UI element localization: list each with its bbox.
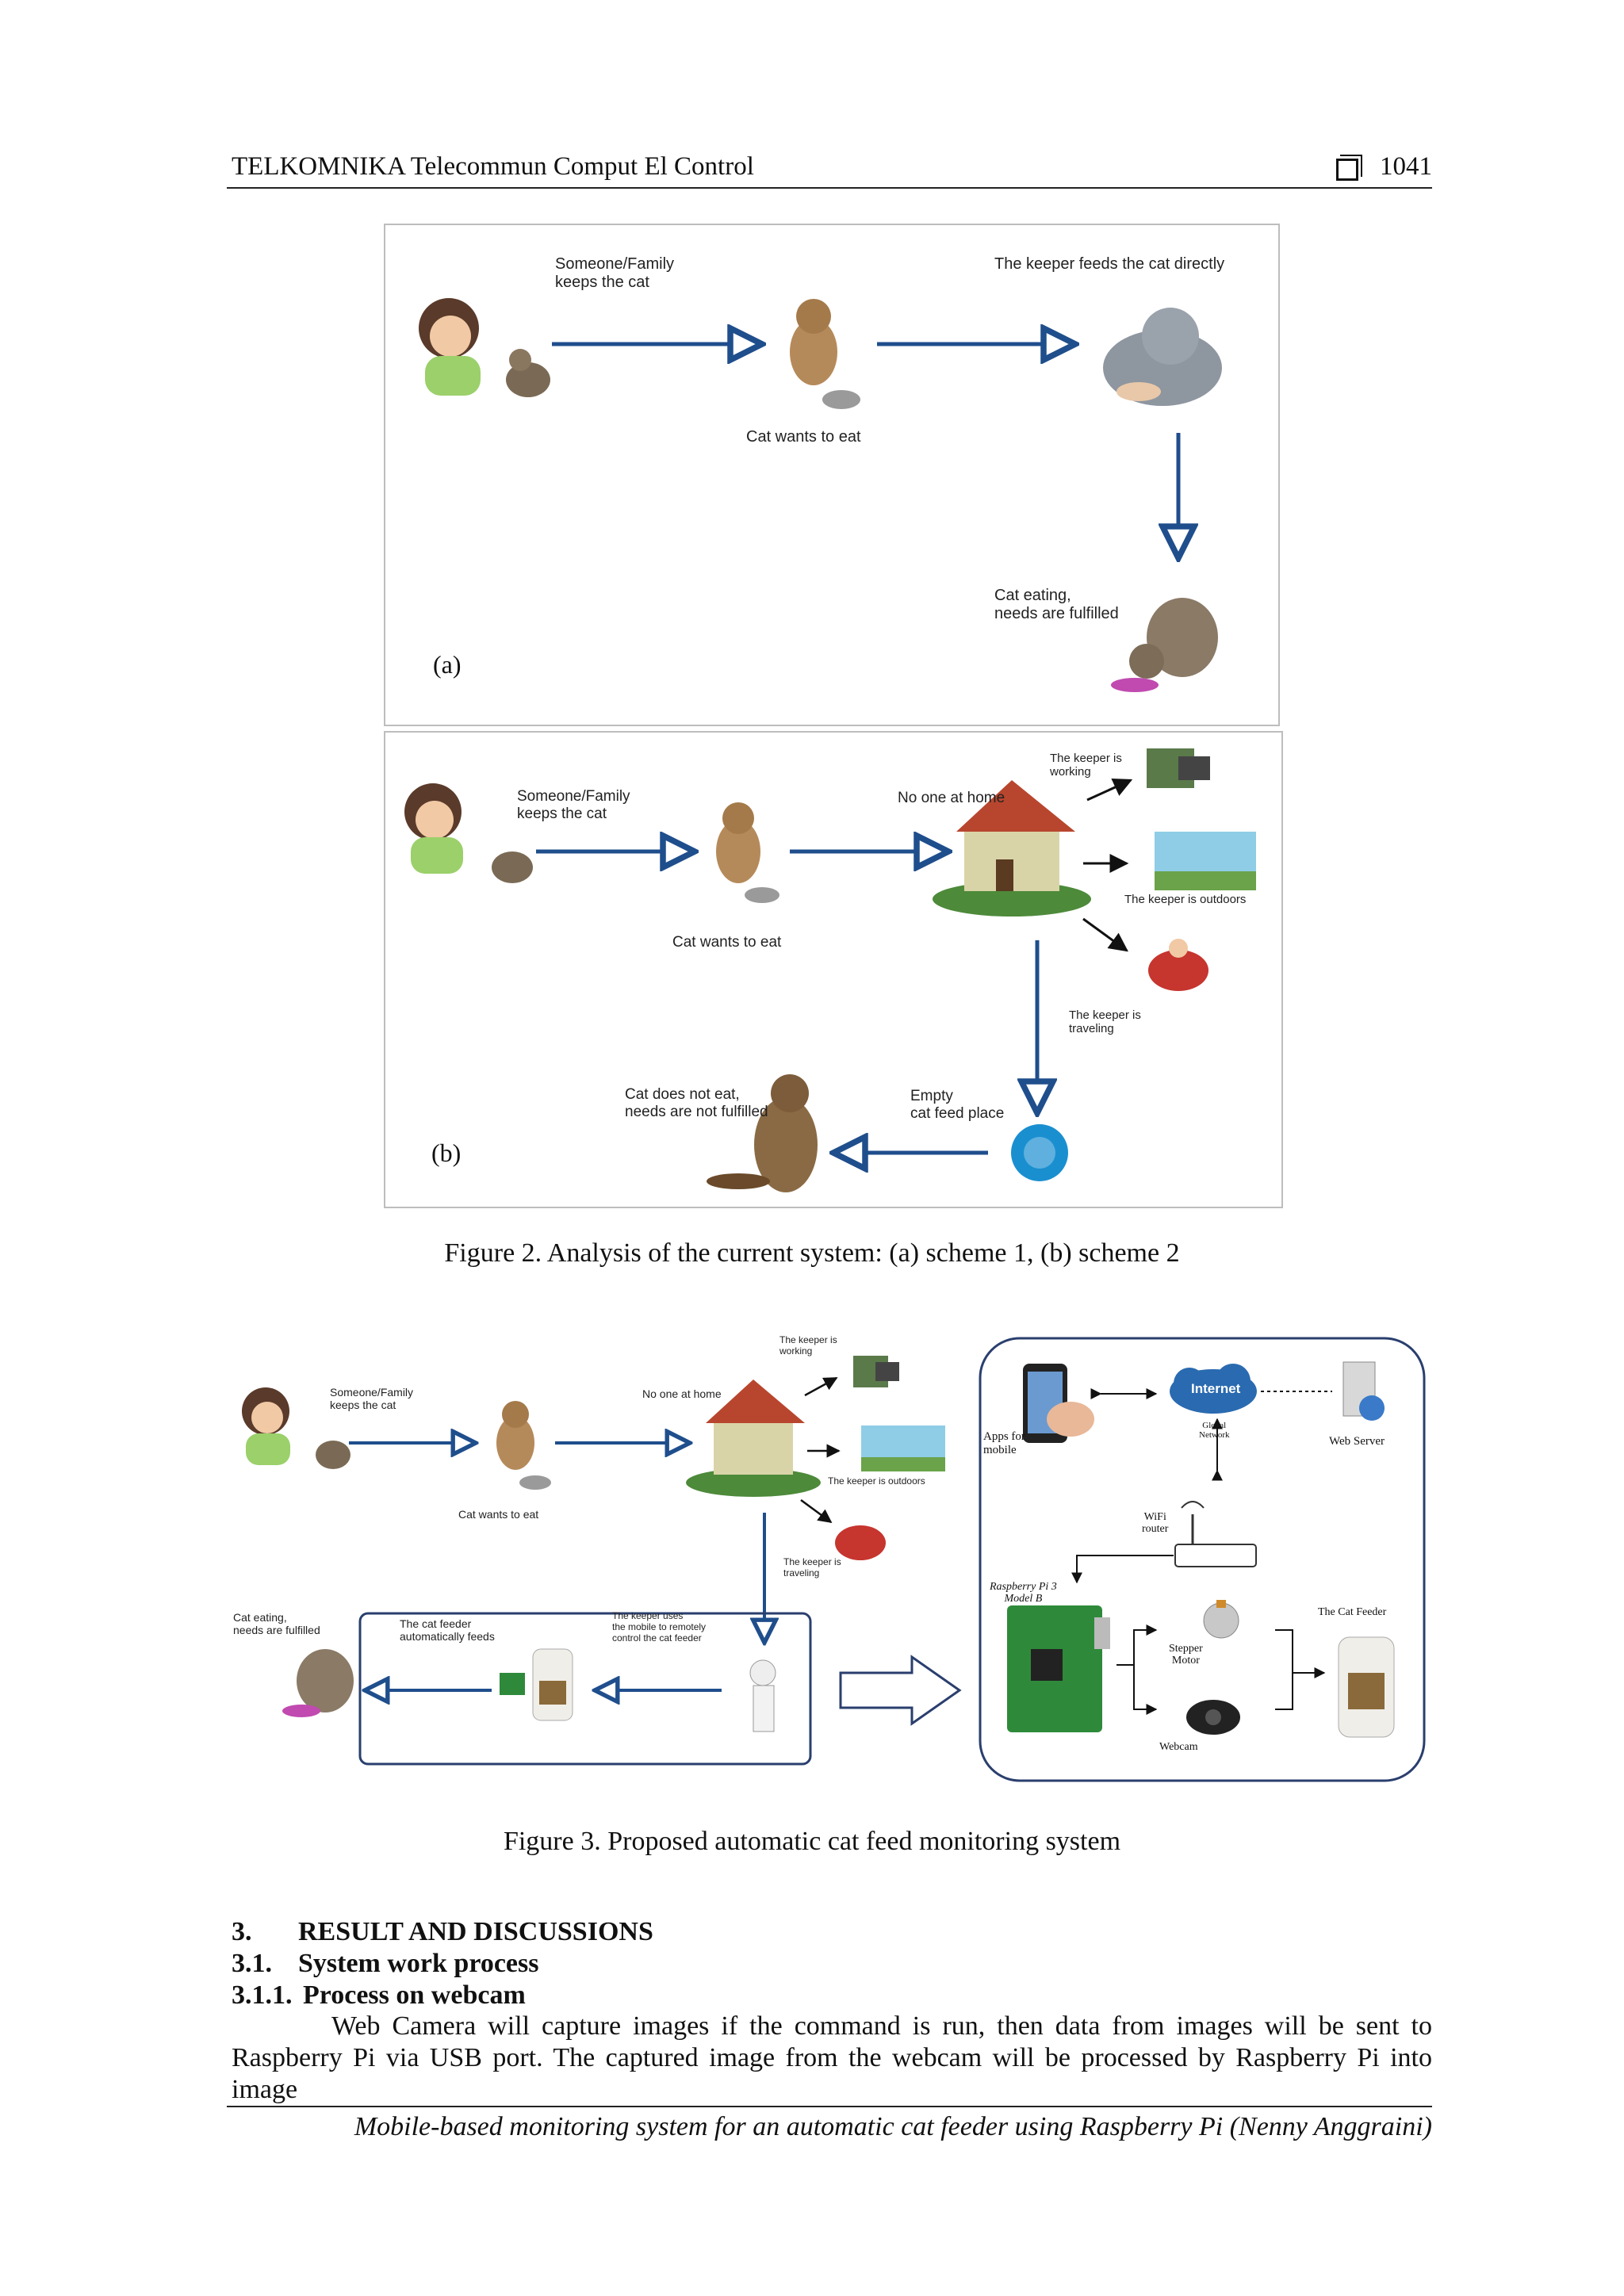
figure2-panel-a: Someone/Family keeps the cat Cat wants t…: [384, 224, 1280, 726]
section-title: Process on webcam: [303, 1980, 526, 2010]
outdoors-label: The keeper is outdoors: [828, 1475, 925, 1487]
section-number: 3.1.: [232, 1949, 272, 1978]
arrow-working: [804, 1376, 838, 1397]
cat-feeder-icon: [1338, 1636, 1395, 1738]
cat-feeder-label: The Cat Feeder: [1318, 1606, 1387, 1618]
section-3-1-1-heading: 3.1.1. Process on webcam: [232, 1980, 526, 2011]
figure2-caption: Figure 2. Analysis of the current system…: [444, 1238, 1180, 1268]
girl-with-cat-icon: [404, 783, 533, 883]
footer-rule: [227, 2106, 1432, 2107]
cat-with-bowl-icon: [496, 1401, 551, 1490]
feeder-label: The cat feeder automatically feeds: [400, 1617, 495, 1644]
system-box: [979, 1337, 1426, 1782]
girl-with-cat-icon: [419, 298, 550, 397]
not-eat-label: Cat does not eat, needs are not fulfille…: [625, 1086, 768, 1120]
figure3-caption: Figure 3. Proposed automatic cat feed mo…: [503, 1827, 1121, 1856]
footer-citation: Mobile-based monitoring system for an au…: [354, 2112, 1432, 2141]
figure2a-diagram: [419, 298, 1222, 692]
outdoors-scene-icon: [1155, 832, 1256, 890]
panel-tag-a: (a): [433, 650, 462, 679]
stepper-motor-icon: [1203, 1600, 1239, 1639]
raspberry-pi-icon: [1007, 1605, 1110, 1732]
arrow-traveling: [800, 1498, 833, 1524]
header-rule: [227, 187, 1432, 189]
figure3-diagram: [242, 1337, 1426, 1782]
cat-sitting-icon: [707, 1074, 818, 1192]
cat-eating-icon: [282, 1649, 354, 1717]
working-label: The keeper is working: [779, 1334, 837, 1357]
traveling-label: The keeper is traveling: [783, 1556, 841, 1578]
section-number: 3.1.1.: [232, 1980, 293, 2010]
keeper-label: Someone/Family keeps the cat: [330, 1386, 414, 1412]
working-label: The keeper is working: [1050, 752, 1122, 779]
cat-with-bowl-icon: [716, 802, 779, 903]
uses-mobile-label: The keeper uses the mobile to remotely c…: [612, 1610, 707, 1644]
raspberry-pi-small-icon: [500, 1673, 525, 1695]
house-icon: [933, 780, 1091, 916]
no-one-label: No one at home: [642, 1387, 722, 1400]
webcam-icon: [1186, 1700, 1240, 1735]
global-label: Global Network: [1199, 1421, 1230, 1441]
page-number: 1041: [1380, 152, 1432, 181]
empty-label: Empty cat feed place: [910, 1088, 1005, 1122]
section-3-heading: 3. RESULT AND DISCUSSIONS: [232, 1917, 653, 1947]
wifi-label: WiFi router: [1142, 1511, 1169, 1536]
keeper-label: Someone/Family keeps the cat: [555, 255, 675, 291]
feeds-label: The keeper feeds the cat directly: [994, 255, 1225, 273]
figure3: Someone/Family keeps the cat Cat wants t…: [230, 1332, 1432, 1789]
figure2-panel-b: Someone/Family keeps the cat Cat wants t…: [384, 731, 1283, 1208]
arrow-router-pi: [1071, 1555, 1174, 1584]
section-title: RESULT AND DISCUSSIONS: [298, 1917, 653, 1946]
person-with-phone-icon: [749, 1659, 776, 1732]
cat-with-bowl-icon: [790, 299, 860, 409]
apps-label: Apps for mobile: [983, 1430, 1025, 1456]
section-number: 3.: [232, 1917, 252, 1946]
working-keeper-icon: [853, 1356, 899, 1387]
cat-eating-icon: [1111, 598, 1218, 692]
arrow-working: [1086, 779, 1133, 802]
traveling-car-icon: [835, 1525, 886, 1560]
internet-cloud-icon: [1170, 1364, 1257, 1414]
bracket-right: [1275, 1629, 1293, 1710]
cat-feeder-icon: [532, 1648, 573, 1721]
working-keeper-icon: [1147, 748, 1210, 788]
keeper-label: Someone/Family keeps the cat: [517, 788, 630, 822]
web-server-label: Web Server: [1329, 1435, 1385, 1448]
panel-tag-b: (b): [431, 1138, 462, 1167]
outdoors-scene-icon: [861, 1425, 945, 1471]
figure2b-diagram: [404, 748, 1256, 1192]
outdoors-label: The keeper is outdoors: [1124, 893, 1247, 906]
page-box-icon: [1336, 159, 1358, 181]
section-3-1-heading: 3.1. System work process: [232, 1949, 538, 1979]
stepper-label: Stepper Motor: [1169, 1643, 1203, 1667]
house-icon: [686, 1380, 821, 1497]
smartphone-icon: [1023, 1364, 1094, 1443]
rpi-label: Raspberry Pi 3 Model B: [990, 1581, 1057, 1605]
traveling-label: The keeper is traveling: [1069, 1008, 1141, 1036]
arrow-pi-motor: [1116, 1624, 1158, 1666]
arrow-pi-webcam: [1133, 1665, 1158, 1715]
journal-header: TELKOMNIKA Telecommun Comput El Control: [232, 152, 754, 181]
wifi-router-icon: [1174, 1501, 1257, 1567]
no-one-label: No one at home: [898, 790, 1005, 806]
eating-label: Cat eating, needs are fulfilled: [233, 1611, 320, 1637]
section-title: System work process: [298, 1949, 539, 1978]
webcam-label: Webcam: [1159, 1741, 1198, 1753]
grey-cat-fed-icon: [1103, 308, 1222, 406]
arrow-traveling: [1082, 917, 1128, 952]
body-paragraph: Web Camera will capture images if the co…: [232, 2011, 1432, 2104]
cat-wants-label: Cat wants to eat: [672, 934, 782, 951]
cat-wants-label: Cat wants to eat: [458, 1508, 539, 1521]
girl-with-cat-icon: [242, 1387, 350, 1469]
cat-wants-label: Cat wants to eat: [746, 428, 861, 446]
empty-bowl-icon: [1011, 1124, 1068, 1181]
eating-label: Cat eating, needs are fulfilled: [994, 587, 1119, 622]
traveling-car-icon: [1148, 939, 1208, 991]
web-server-icon: [1342, 1361, 1385, 1421]
automated-box: [358, 1612, 812, 1766]
internet-label: Internet: [1191, 1381, 1241, 1396]
transition-arrow: [839, 1655, 962, 1726]
